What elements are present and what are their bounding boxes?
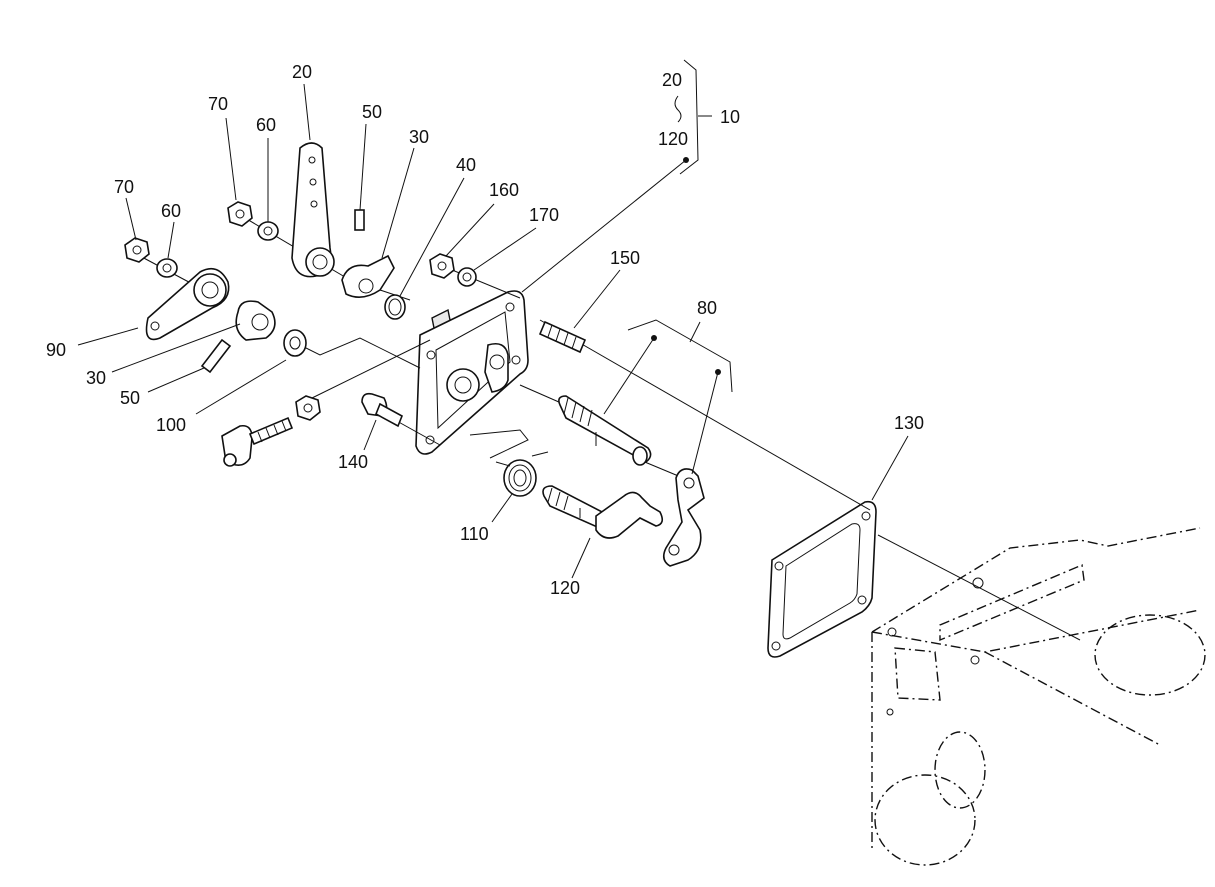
callout-160: 160 xyxy=(489,180,519,200)
callout-50-left: 50 xyxy=(120,388,140,408)
callout-50-upper: 50 xyxy=(362,102,382,122)
callout-90: 90 xyxy=(46,340,66,360)
callout-130: 130 xyxy=(894,413,924,433)
bracket-plate xyxy=(662,468,705,567)
callout-30-upper: 30 xyxy=(409,127,429,147)
callout-80: 80 xyxy=(697,298,717,318)
callout-40: 40 xyxy=(456,155,476,175)
callout-150: 150 xyxy=(610,248,640,268)
callout-170: 170 xyxy=(529,205,559,225)
kit-label-bottom: 120 xyxy=(658,129,688,149)
gasket-130 xyxy=(767,500,877,658)
washer-170 xyxy=(457,267,477,287)
washer-60-upper xyxy=(257,221,279,241)
callout-70-left: 70 xyxy=(114,177,134,197)
callout-60-left: 60 xyxy=(161,201,181,221)
stud-150 xyxy=(538,320,587,354)
pin-50-upper xyxy=(354,209,365,231)
engine-block xyxy=(871,527,1206,866)
spring-110 xyxy=(495,451,549,497)
nut-160 xyxy=(429,253,455,279)
callout-110: 110 xyxy=(460,524,489,544)
o-ring-40 xyxy=(384,294,406,320)
lock-nut xyxy=(295,395,321,421)
callout-20: 20 xyxy=(292,62,312,82)
callout-140: 140 xyxy=(338,452,368,472)
collar-30-upper xyxy=(341,254,395,298)
callout-100: 100 xyxy=(156,415,186,435)
callout-10: 10 xyxy=(720,107,740,127)
seal-100 xyxy=(283,329,307,357)
bolt-140 xyxy=(361,392,404,428)
callout-60-upper: 60 xyxy=(256,115,276,135)
nut-70-upper xyxy=(227,201,253,227)
kit-label-top: 20 xyxy=(662,70,682,90)
nut-70-left xyxy=(124,237,150,263)
adjust-screw xyxy=(221,416,294,467)
cover-housing xyxy=(415,290,529,455)
callout-120: 120 xyxy=(550,578,580,598)
pin-50-left xyxy=(200,338,232,374)
collar-30-left xyxy=(235,300,276,341)
crank-shaft-120 xyxy=(542,485,664,539)
callout-labels: 70 60 70 60 20 50 30 40 160 170 90 30 50… xyxy=(46,62,924,598)
leader-lines xyxy=(77,59,909,579)
lever-90 xyxy=(145,267,230,341)
lever-20 xyxy=(291,142,335,278)
callout-30-left: 30 xyxy=(86,368,106,388)
shaft-upper xyxy=(558,395,652,466)
callout-70-upper: 70 xyxy=(208,94,228,114)
washer-60-left xyxy=(156,258,178,278)
